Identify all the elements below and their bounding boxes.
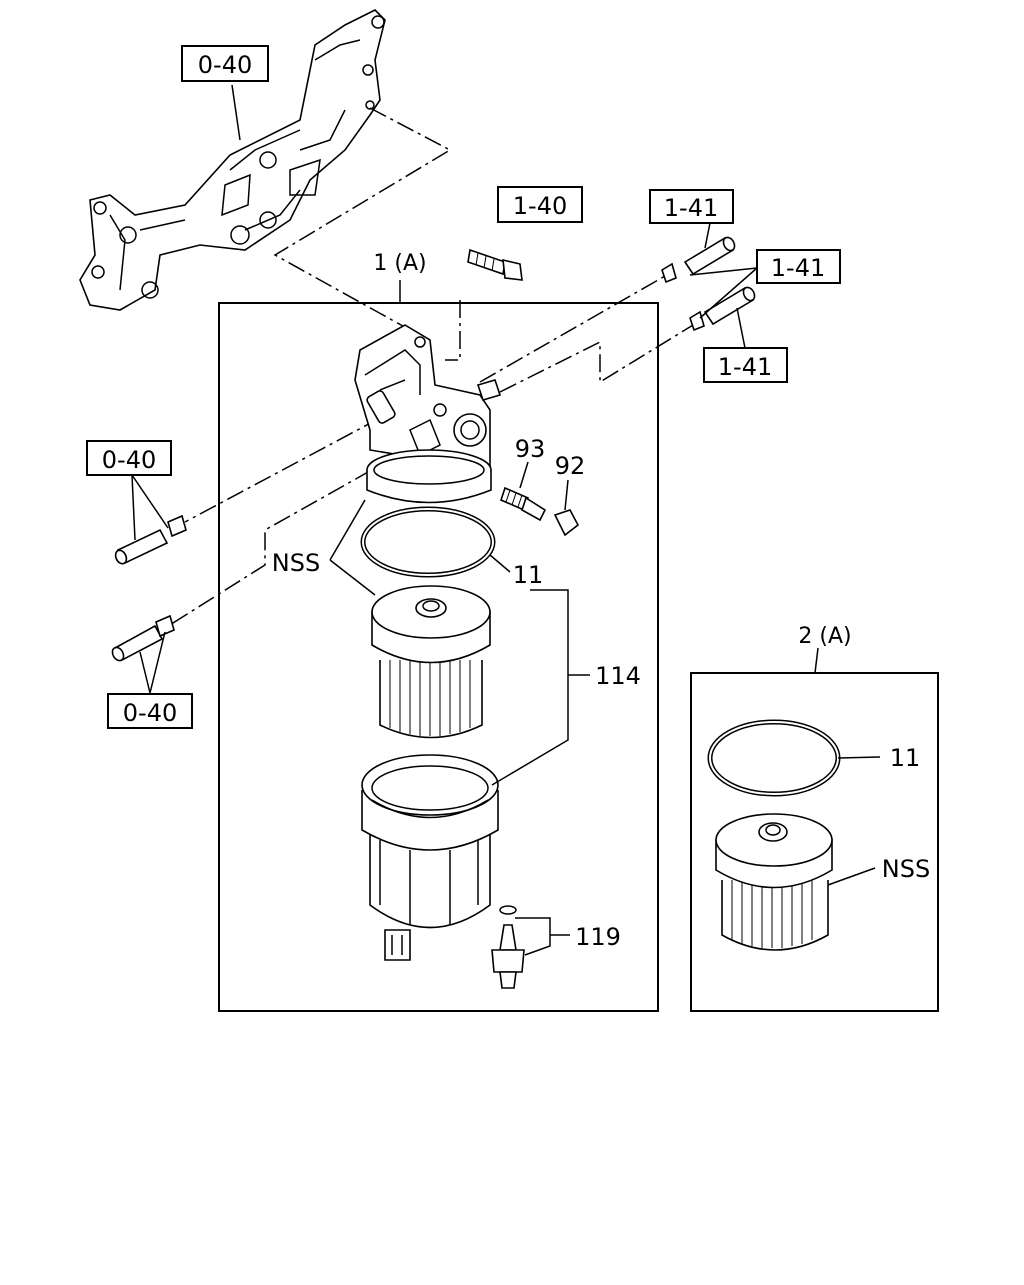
callout-1-40[interactable]: 1-40 [497,186,583,223]
label-part-11-kit[interactable]: 11 [890,744,921,772]
hose-1-41-lower [689,286,756,332]
leader-lines [131,84,758,956]
callout-text: 0-40 [198,51,252,79]
hose-0-40-upper [114,514,187,565]
filter-head [354,324,502,504]
kit-filter-element [715,813,833,951]
label-part-11-main[interactable]: 11 [513,561,544,589]
label-nss-main[interactable]: NSS [272,549,320,577]
part-93 [500,486,547,522]
callout-1-41-a[interactable]: 1-41 [649,189,734,224]
callout-0-40-top[interactable]: 0-40 [181,45,269,82]
assembly-1-frame [218,302,659,1012]
hose-0-40-lower [111,614,175,662]
bolt-part [467,248,523,281]
callout-0-40-low[interactable]: 0-40 [107,693,193,729]
label-assembly-2: 2 (A) [798,624,851,649]
label-part-93[interactable]: 93 [515,435,546,463]
part-92 [553,509,580,537]
callout-text: 1-40 [513,192,567,220]
callout-text: 1-41 [771,254,825,282]
label-nss-kit[interactable]: NSS [882,855,930,883]
callout-text: 0-40 [102,446,156,474]
callout-1-41-c[interactable]: 1-41 [703,347,788,383]
callout-text: 0-40 [123,699,177,727]
label-assembly-1: 1 (A) [373,251,426,276]
label-part-92[interactable]: 92 [555,452,586,480]
mounting-bracket [79,9,386,311]
water-sensor [491,905,525,989]
callout-0-40-mid[interactable]: 0-40 [86,440,172,476]
alignment-lines [164,107,699,629]
callout-1-41-b[interactable]: 1-41 [756,249,841,284]
label-part-119[interactable]: 119 [575,923,621,951]
label-part-114[interactable]: 114 [595,662,641,690]
callout-text: 1-41 [664,194,718,222]
callout-text: 1-41 [718,353,772,381]
filter-element [371,585,491,739]
hose-1-41-upper [661,236,736,284]
assembly-2-frame [690,672,939,1012]
filter-bowl [361,754,499,961]
